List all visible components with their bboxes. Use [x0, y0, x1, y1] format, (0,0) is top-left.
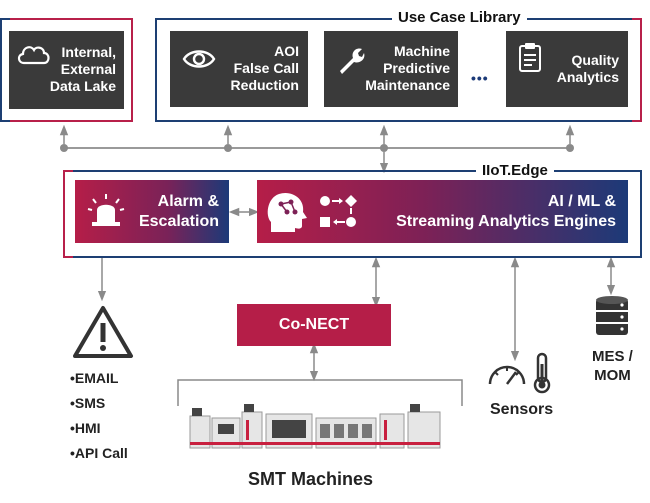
- iiot-edge-frame-accent: [63, 170, 73, 258]
- co-nect-box[interactable]: Co-NECT: [237, 304, 391, 346]
- aoi-label: AOI False Call Reduction: [230, 43, 299, 93]
- iiot-edge-title: IIoT.Edge: [476, 162, 554, 180]
- siren-icon: [87, 192, 125, 233]
- use-case-tile-aoi[interactable]: AOI False Call Reduction: [170, 31, 308, 107]
- cloud-icon: [15, 41, 51, 69]
- smt-machines-label: SMT Machines: [248, 469, 374, 489]
- notify-hmi: •HMI: [70, 420, 101, 436]
- co-nect-label: Co-NECT: [278, 316, 350, 333]
- more-use-cases-ellipsis: •••: [471, 70, 489, 86]
- warning-icon: [72, 305, 134, 364]
- data-lake-frame-inner: [0, 18, 10, 122]
- analytics-engines-tile[interactable]: AI / ML & Streaming Analytics Engines: [257, 180, 628, 243]
- data-lake-label: Internal, External Data Lake: [49, 44, 116, 94]
- mes-mom-label: MES / MOM: [592, 348, 633, 384]
- database-icon: [594, 295, 630, 344]
- maintenance-label: Machine Predictive Maintenance: [365, 43, 450, 93]
- use-case-tile-quality[interactable]: Quality Analytics: [506, 31, 628, 107]
- workflow-icon: [319, 194, 359, 235]
- alarm-escalation-label: Alarm & Escalation: [138, 193, 219, 230]
- notify-email: •EMAIL: [70, 370, 119, 386]
- eye-icon: [182, 47, 216, 75]
- use-case-library-title: Use Case Library: [392, 9, 527, 27]
- wrench-icon: [336, 45, 366, 79]
- brain-icon: [265, 188, 307, 239]
- notify-sms: •SMS: [70, 395, 106, 411]
- use-case-tile-maintenance[interactable]: Machine Predictive Maintenance: [324, 31, 458, 107]
- use-case-library-frame-accent: [632, 18, 642, 122]
- analytics-engines-label: AI / ML & Streaming Analytics Engines: [396, 193, 616, 230]
- sensors-label: Sensors: [490, 401, 554, 418]
- notify-api-call: •API Call: [70, 445, 128, 461]
- gauge-icon: [487, 360, 527, 391]
- data-lake-tile[interactable]: Internal, External Data Lake: [9, 31, 124, 109]
- quality-label: Quality Analytics: [556, 52, 619, 85]
- clipboard-icon: [518, 42, 542, 76]
- alarm-escalation-tile[interactable]: Alarm & Escalation: [75, 180, 229, 243]
- thermometer-icon: [532, 352, 552, 399]
- smt-machines-icon: [188, 398, 446, 457]
